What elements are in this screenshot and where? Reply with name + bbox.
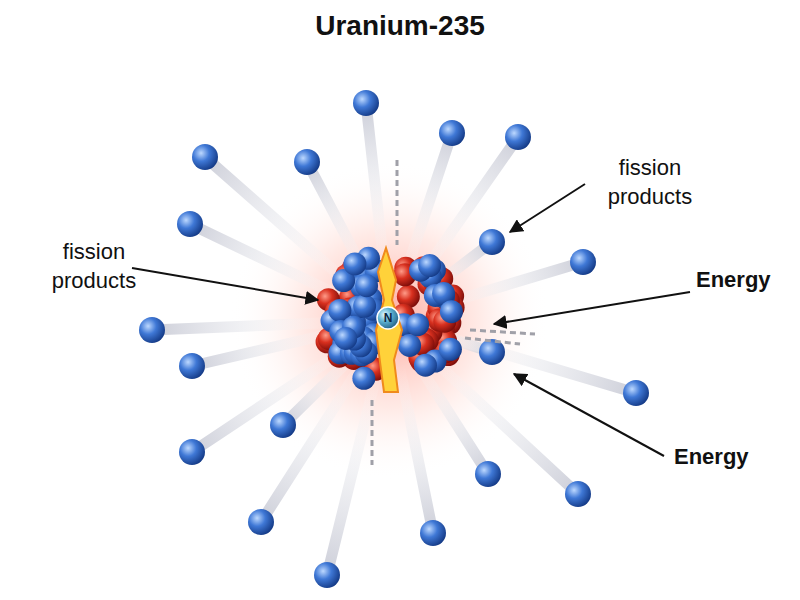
nucleon — [406, 313, 429, 336]
particle-trail — [327, 364, 379, 575]
neutron-ball — [179, 439, 205, 465]
motion-dash — [371, 400, 374, 465]
neutron-ball — [505, 124, 531, 150]
neutron-ball — [179, 353, 205, 379]
particle-trail — [399, 364, 433, 533]
particle-trail — [423, 351, 578, 494]
leader-arrow — [494, 292, 690, 324]
neutron-ball — [565, 481, 591, 507]
leader-lines — [132, 184, 690, 456]
neutron-ball — [314, 562, 340, 588]
neutron-ball — [139, 317, 165, 343]
neutron-ball — [570, 249, 596, 275]
neutron-ball — [475, 461, 501, 487]
neutron-ball — [270, 412, 296, 438]
neutron-symbol: N — [378, 310, 398, 326]
neutron-core — [377, 307, 399, 329]
leader-arrow — [510, 184, 585, 232]
neutron-ball — [177, 211, 203, 237]
neutron-ball — [294, 149, 320, 175]
motion-dash — [470, 330, 535, 334]
neutrons-released — [139, 90, 649, 588]
nucleon — [440, 300, 463, 323]
energy-label: Energy — [696, 266, 792, 295]
leader-arrow — [514, 374, 664, 456]
particle-trail — [192, 345, 353, 452]
nucleon — [334, 327, 357, 350]
nucleon — [418, 254, 441, 277]
motion-lines — [372, 160, 535, 465]
fission-flash — [376, 248, 402, 392]
neutron-ball — [192, 144, 218, 170]
nucleon — [353, 295, 376, 318]
nucleon — [398, 334, 421, 357]
leader-arrow — [132, 268, 318, 300]
fission-label: fission products — [585, 154, 715, 211]
nucleon — [439, 338, 462, 361]
particle-trail — [152, 322, 345, 330]
particle-trail — [307, 162, 369, 280]
motion-dash — [465, 338, 520, 344]
neutron-ball — [479, 339, 505, 365]
neutron-ball — [353, 90, 379, 116]
nucleon — [352, 367, 375, 390]
diagram-title: Uranium-235 — [0, 10, 800, 42]
particle-trail — [404, 133, 452, 277]
nucleon — [355, 274, 378, 297]
neutron-ball — [439, 120, 465, 146]
energy-label: Energy — [674, 443, 770, 472]
nucleon — [414, 354, 437, 377]
nucleon — [343, 252, 366, 275]
particle-trails — [152, 103, 636, 575]
neutron-ball — [248, 509, 274, 535]
motion-dash — [396, 160, 399, 245]
neutron-ball — [623, 380, 649, 406]
fission-label: fission products — [38, 238, 150, 295]
neutron-ball — [420, 520, 446, 546]
neutron-ball — [479, 229, 505, 255]
